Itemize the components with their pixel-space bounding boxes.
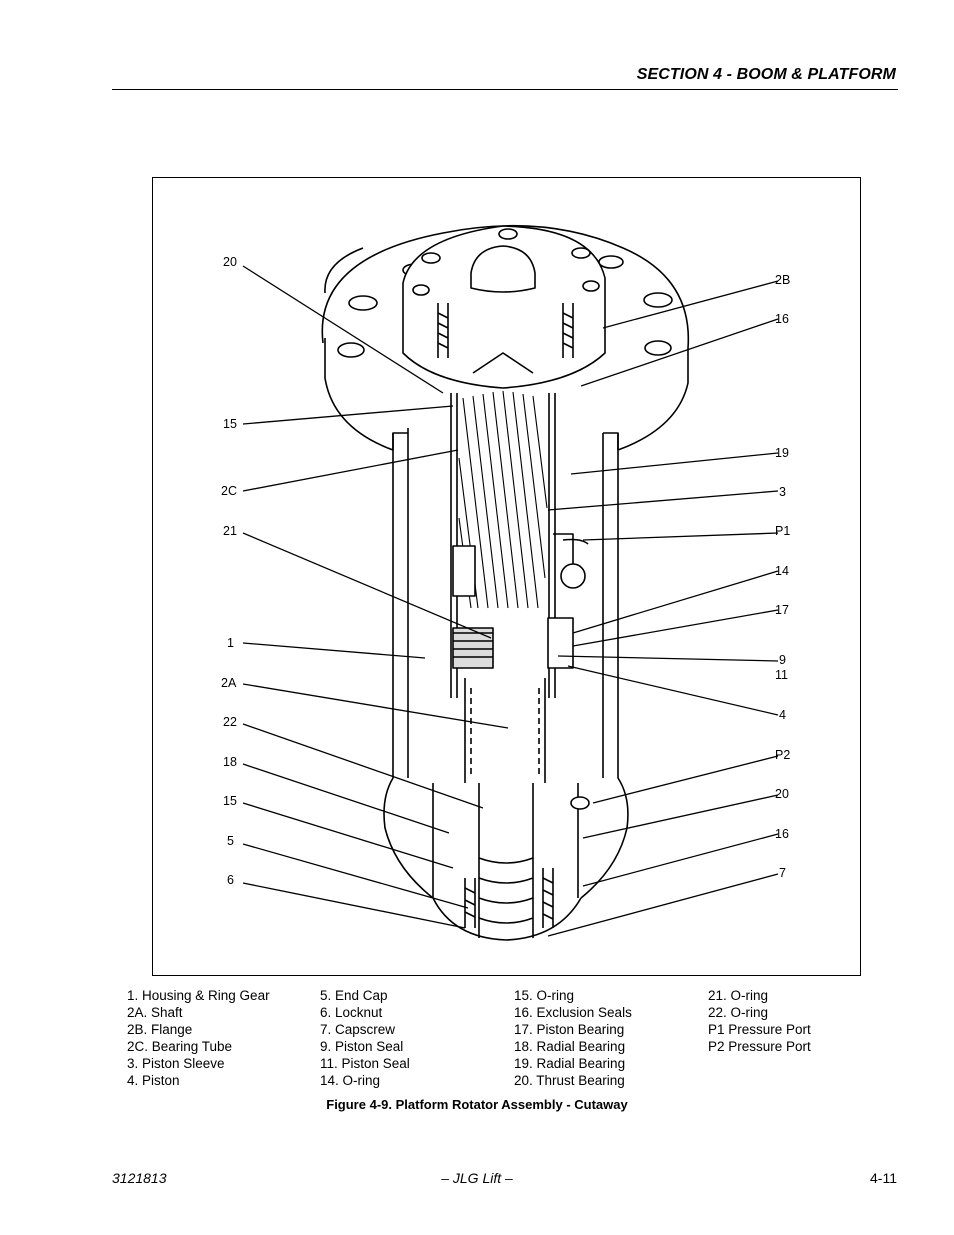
page-number: 4-11 [870, 1170, 897, 1186]
legend-item: 14. O-ring [320, 1073, 381, 1088]
legend-column-3: 15. O-ring 16. Exclusion Seals 17. Pisto… [514, 987, 632, 1089]
cutaway-illustration: 20 15 2C 21 1 2A 22 18 15 5 6 2B 16 19 3… [221, 224, 790, 941]
callout-right-10: P2 [775, 748, 790, 762]
legend-item: 18. Radial Bearing [514, 1039, 626, 1054]
callout-left-4: 1 [227, 636, 234, 650]
callout-left-8: 15 [223, 794, 237, 808]
callout-left-7: 18 [223, 755, 237, 769]
legend-item: 2B. Flange [127, 1022, 193, 1037]
callout-left-2: 2C [221, 484, 237, 498]
legend-item: 22. O-ring [708, 1005, 769, 1020]
legend-item: 15. O-ring [514, 988, 575, 1003]
callout-left-6: 22 [223, 715, 237, 729]
legend-item: 16. Exclusion Seals [514, 1005, 632, 1020]
legend-item: P2 Pressure Port [708, 1039, 811, 1054]
assembly-drawing [321, 224, 690, 941]
section-title: SECTION 4 - BOOM & PLATFORM [636, 66, 896, 83]
callout-right-3: 3 [779, 485, 786, 499]
legend-item: 2A. Shaft [127, 1005, 183, 1020]
legend-item: P1 Pressure Port [708, 1022, 811, 1037]
callout-right-13: 7 [779, 866, 786, 880]
legend-item: 19. Radial Bearing [514, 1056, 626, 1071]
legend-item: 1. Housing & Ring Gear [127, 988, 270, 1003]
callout-right-4: P1 [775, 524, 790, 538]
publisher: – JLG Lift – [441, 1170, 513, 1186]
callout-left-5: 2A [221, 676, 237, 690]
callout-right-11: 20 [775, 787, 789, 801]
legend-item: 20. Thrust Bearing [514, 1073, 625, 1088]
legend-item: 7. Capscrew [320, 1022, 396, 1037]
leader-lines [242, 265, 779, 937]
legend-column-1: 1. Housing & Ring Gear 2A. Shaft 2B. Fla… [127, 987, 270, 1089]
legend-item: 11. Piston Seal [320, 1056, 410, 1071]
legend-item: 9. Piston Seal [320, 1039, 404, 1054]
callout-right-7: 9 [779, 653, 786, 667]
legend-item: 17. Piston Bearing [514, 1022, 625, 1037]
callout-right-2: 19 [775, 446, 789, 460]
callout-right-0: 2B [775, 273, 790, 287]
legend-item: 6. Locknut [320, 1005, 383, 1020]
callout-right-5: 14 [775, 564, 789, 578]
callout-labels-left: 20 15 2C 21 1 2A 22 18 15 5 6 [221, 255, 237, 887]
callout-left-9: 5 [227, 834, 234, 848]
callout-right-6: 17 [775, 603, 789, 617]
callout-left-10: 6 [227, 873, 234, 887]
legend-column-2: 5. End Cap 6. Locknut 7. Capscrew 9. Pis… [320, 987, 410, 1089]
callout-right-1: 16 [775, 312, 789, 326]
callout-right-8: 11 [775, 668, 788, 682]
legend-column-4: 21. O-ring 22. O-ring P1 Pressure Port P… [708, 987, 811, 1055]
legend-item: 5. End Cap [320, 988, 388, 1003]
callout-left-1: 15 [223, 417, 237, 431]
callout-left-3: 21 [223, 524, 237, 538]
legend-item: 21. O-ring [708, 988, 769, 1003]
legend-item: 2C. Bearing Tube [127, 1039, 233, 1054]
legend-item: 3. Piston Sleeve [127, 1056, 225, 1071]
doc-number: 3121813 [112, 1170, 167, 1186]
callout-right-12: 16 [775, 827, 789, 841]
legend-item: 4. Piston [127, 1073, 180, 1088]
header-rule [112, 89, 898, 90]
callout-right-9: 4 [779, 708, 786, 722]
figure-caption: Figure 4-9. Platform Rotator Assembly - … [326, 1097, 628, 1112]
figure-frame: 20 15 2C 21 1 2A 22 18 15 5 6 2B 16 19 3… [152, 177, 861, 976]
callout-labels-right: 2B 16 19 3 P1 14 17 9 11 4 P2 20 16 7 [775, 273, 790, 880]
callout-left-0: 20 [223, 255, 237, 269]
parts-legend: 1. Housing & Ring Gear 2A. Shaft 2B. Fla… [0, 987, 954, 1089]
